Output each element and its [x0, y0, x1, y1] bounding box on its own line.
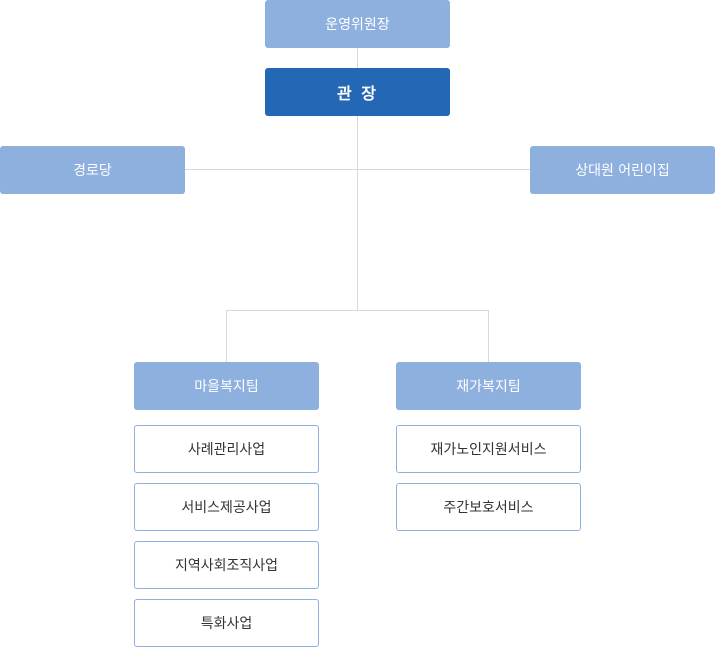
committee-chair-box: 운영위원장: [265, 0, 450, 48]
connector-director-trunk: [357, 116, 358, 310]
director-box: 관 장: [265, 68, 450, 116]
connector-committee-director: [357, 48, 358, 68]
service-elderly-home-support: 재가노인지원서비스: [396, 425, 581, 473]
connector-to-home-team: [488, 310, 489, 362]
daycare-center-box: 상대원 어린이집: [530, 146, 715, 194]
service-special-projects: 특화사업: [134, 599, 319, 647]
home-welfare-team-box: 재가복지팀: [396, 362, 581, 410]
service-case-management: 사례관리사업: [134, 425, 319, 473]
connector-team-branch: [226, 310, 489, 311]
service-provision: 서비스제공사업: [134, 483, 319, 531]
senior-center-box: 경로당: [0, 146, 185, 194]
service-community-organizing: 지역사회조직사업: [134, 541, 319, 589]
connector-side-branches: [185, 169, 530, 170]
service-day-care: 주간보호서비스: [396, 483, 581, 531]
connector-to-village-team: [226, 310, 227, 362]
village-welfare-team-box: 마을복지팀: [134, 362, 319, 410]
